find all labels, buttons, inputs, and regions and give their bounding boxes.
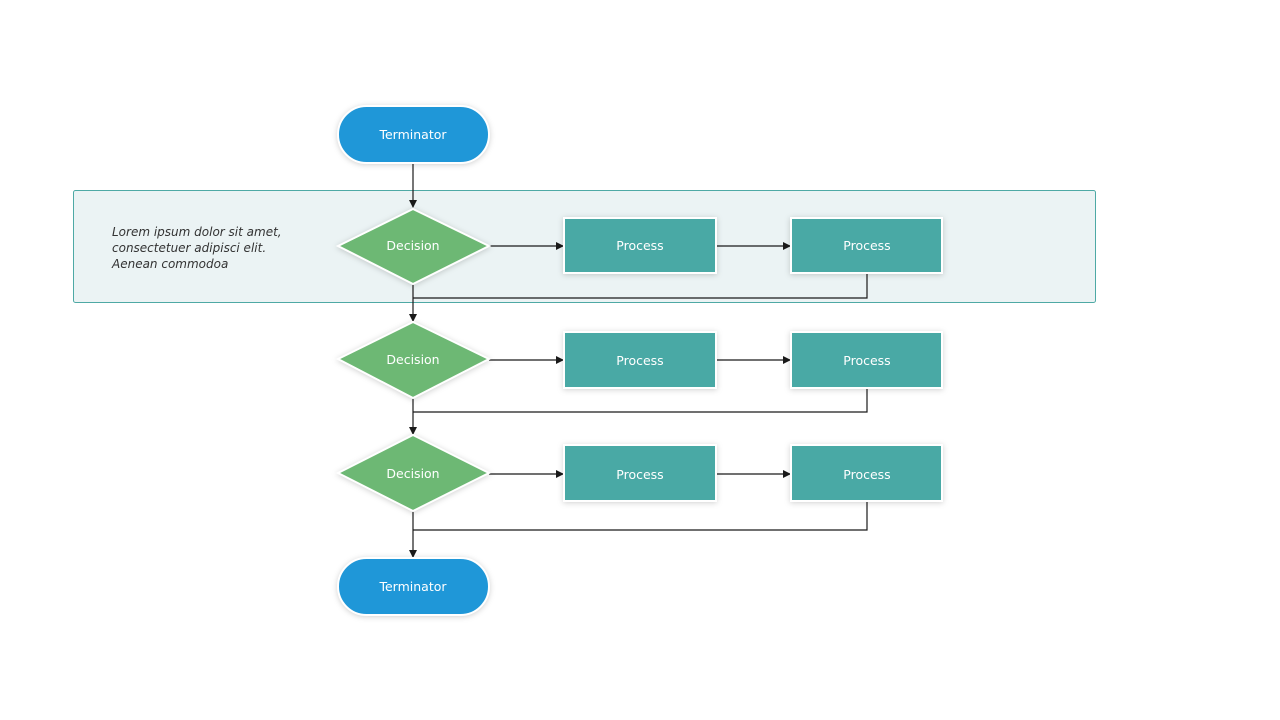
connectors bbox=[409, 163, 868, 558]
decision-3-label: Decision bbox=[386, 466, 439, 481]
process-1b[interactable]: Process bbox=[790, 217, 943, 274]
connector-process-1b-return bbox=[413, 273, 868, 299]
process-2a-shape bbox=[563, 331, 717, 389]
terminator-end-label: Terminator bbox=[378, 579, 447, 594]
connector-process-2b-return bbox=[413, 388, 868, 413]
decision-2-label: Decision bbox=[386, 352, 439, 367]
decision-2[interactable]: Decision bbox=[335, 320, 492, 400]
process-2b-label: Process bbox=[843, 353, 890, 368]
process-2a[interactable]: Process bbox=[563, 331, 717, 389]
terminator-start-label: Terminator bbox=[378, 127, 447, 142]
process-1b-shape bbox=[790, 217, 943, 274]
note-line-1: Lorem ipsum dolor sit amet, bbox=[112, 225, 282, 239]
terminator-end-shape bbox=[337, 557, 490, 616]
terminator-end[interactable]: Terminator bbox=[337, 557, 490, 616]
decision-3-shape bbox=[335, 433, 492, 513]
process-3a-shape bbox=[563, 444, 717, 502]
process-2a-label: Process bbox=[616, 353, 663, 368]
process-3b-label: Process bbox=[843, 467, 890, 482]
terminator-start-shape bbox=[337, 105, 490, 164]
process-3a[interactable]: Process bbox=[563, 444, 717, 502]
process-1a-shape bbox=[563, 217, 717, 274]
process-3b[interactable]: Process bbox=[790, 444, 943, 502]
process-1a-label: Process bbox=[616, 238, 663, 253]
note-line-3: Aenean commodoa bbox=[111, 257, 228, 271]
decision-1[interactable]: Decision bbox=[335, 207, 492, 286]
process-1b-label: Process bbox=[843, 238, 890, 253]
process-1a[interactable]: Process bbox=[563, 217, 717, 274]
decision-1-label: Decision bbox=[386, 238, 439, 253]
decision-2-shape bbox=[335, 320, 492, 400]
process-3b-shape bbox=[790, 444, 943, 502]
terminator-start[interactable]: Terminator bbox=[337, 105, 490, 164]
note-line-2: consectetuer adipisci elit. bbox=[112, 241, 266, 255]
process-2b[interactable]: Process bbox=[790, 331, 943, 389]
process-3a-label: Process bbox=[616, 467, 663, 482]
connector-process-3b-return bbox=[413, 501, 868, 531]
group-note: Lorem ipsum dolor sit amet, consectetuer… bbox=[111, 225, 285, 271]
process-2b-shape bbox=[790, 331, 943, 389]
decision-3[interactable]: Decision bbox=[335, 433, 492, 513]
decision-1-shape bbox=[335, 207, 492, 286]
